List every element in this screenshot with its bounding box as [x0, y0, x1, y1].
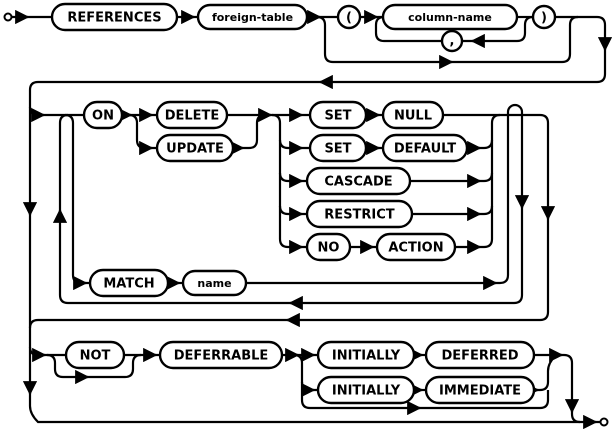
node-initially-2: INITIALLY [316, 375, 416, 405]
node-references-label: REFERENCES [67, 11, 161, 26]
node-match-label: MATCH [103, 277, 154, 292]
node-immediate: IMMEDIATE [424, 375, 536, 405]
node-default: DEFAULT [381, 133, 469, 163]
node-null: NULL [381, 100, 445, 130]
node-set-1-label: SET [324, 109, 351, 124]
node-no-label: NO [318, 241, 340, 256]
node-default-label: DEFAULT [394, 142, 456, 157]
node-delete: DELETE [155, 100, 229, 130]
node-initially-2-label: INITIALLY [332, 384, 401, 399]
node-comma-label: , [450, 34, 455, 49]
node-set-2-label: SET [324, 142, 351, 157]
start-terminal [3, 12, 13, 22]
node-close-paren-label: ) [541, 11, 547, 26]
node-not-label: NOT [80, 349, 111, 364]
node-name: name [181, 269, 248, 297]
node-deferred-label: DEFERRED [441, 349, 518, 364]
node-close-paren: ) [531, 4, 557, 30]
node-deferrable: DEFERRABLE [158, 340, 284, 370]
node-no: NO [305, 232, 352, 262]
node-cascade-label: CASCADE [324, 175, 392, 190]
node-immediate-label: IMMEDIATE [439, 384, 521, 399]
node-update-label: UPDATE [166, 142, 224, 157]
node-not: NOT [64, 340, 126, 370]
node-cascade: CASCADE [305, 166, 412, 196]
arrowheads [15, 9, 613, 430]
node-name-label: name [197, 277, 231, 290]
node-on: ON [82, 100, 124, 130]
node-match: MATCH [88, 268, 170, 298]
node-set-1: SET [308, 100, 368, 130]
node-on-label: ON [92, 109, 114, 124]
node-restrict: RESTRICT [305, 199, 414, 229]
node-column-name-label: column-name [408, 11, 492, 24]
node-update: UPDATE [155, 133, 235, 163]
node-open-paren: ( [336, 4, 362, 30]
node-action: ACTION [375, 232, 457, 262]
node-deferrable-label: DEFERRABLE [174, 349, 269, 364]
node-initially-1-label: INITIALLY [332, 349, 401, 364]
node-references: REFERENCES [50, 2, 179, 32]
node-foreign-table-label: foreign-table [212, 11, 293, 24]
node-deferred: DEFERRED [424, 340, 536, 370]
end-terminal [599, 417, 609, 427]
node-delete-label: DELETE [165, 109, 220, 124]
node-restrict-label: RESTRICT [324, 208, 395, 223]
node-null-label: NULL [394, 109, 432, 124]
node-open-paren-label: ( [346, 11, 352, 26]
node-column-name: column-name [381, 3, 519, 31]
node-foreign-table: foreign-table [196, 3, 309, 31]
node-set-2: SET [308, 133, 368, 163]
node-action-label: ACTION [388, 241, 443, 256]
node-initially-1: INITIALLY [316, 340, 416, 370]
node-comma: , [440, 29, 464, 53]
